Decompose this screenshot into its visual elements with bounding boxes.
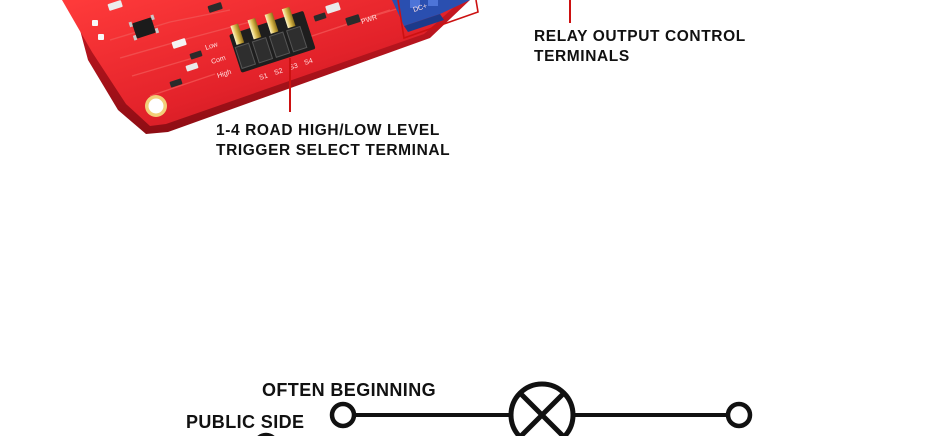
silk-com: Com bbox=[210, 55, 226, 66]
lamp-icon bbox=[508, 381, 576, 436]
silk-s1: S1 bbox=[258, 73, 268, 82]
relay-callout-line1: RELAY OUTPUT CONTROL bbox=[534, 28, 746, 45]
chip-legs bbox=[128, 14, 160, 41]
smd-parts bbox=[92, 0, 361, 88]
trigger-callout-line1: 1-4 ROAD HIGH/LOW LEVEL bbox=[216, 122, 440, 139]
trigger-callout-line2: TRIGGER SELECT TERMINAL bbox=[216, 142, 451, 159]
silk-s3: S3 bbox=[288, 63, 298, 72]
silk-s4: S4 bbox=[303, 58, 313, 67]
silk-high: High bbox=[216, 69, 232, 80]
lamp-cross-b bbox=[518, 391, 566, 436]
mounting-hole bbox=[145, 95, 167, 117]
terminal-highlight bbox=[397, 0, 479, 40]
public-side-label: PUBLIC SIDE bbox=[186, 412, 305, 432]
header-pins bbox=[229, 6, 316, 73]
silkscreen: Low Com High S1 S2 S3 S4 PWR DC+ bbox=[204, 3, 428, 82]
chip bbox=[132, 17, 156, 39]
relay-output-callout: RELAY OUTPUT CONTROL TERMINALS bbox=[534, 27, 746, 67]
silk-dc-plus: DC+ bbox=[412, 3, 428, 14]
trigger-select-callout: 1-4 ROAD HIGH/LOW LEVEL TRIGGER SELECT T… bbox=[216, 121, 450, 161]
terminal-right bbox=[725, 401, 753, 429]
terminal-block bbox=[392, 0, 470, 32]
wiring-diagram bbox=[257, 381, 753, 436]
silk-pwr: PWR bbox=[360, 14, 378, 26]
relay-callout-line2: TERMINALS bbox=[534, 48, 630, 65]
often-beginning-label: OFTEN BEGINNING bbox=[262, 380, 437, 400]
silk-s2: S2 bbox=[273, 68, 283, 77]
silk-low: Low bbox=[204, 41, 219, 52]
terminal-left bbox=[329, 401, 357, 429]
